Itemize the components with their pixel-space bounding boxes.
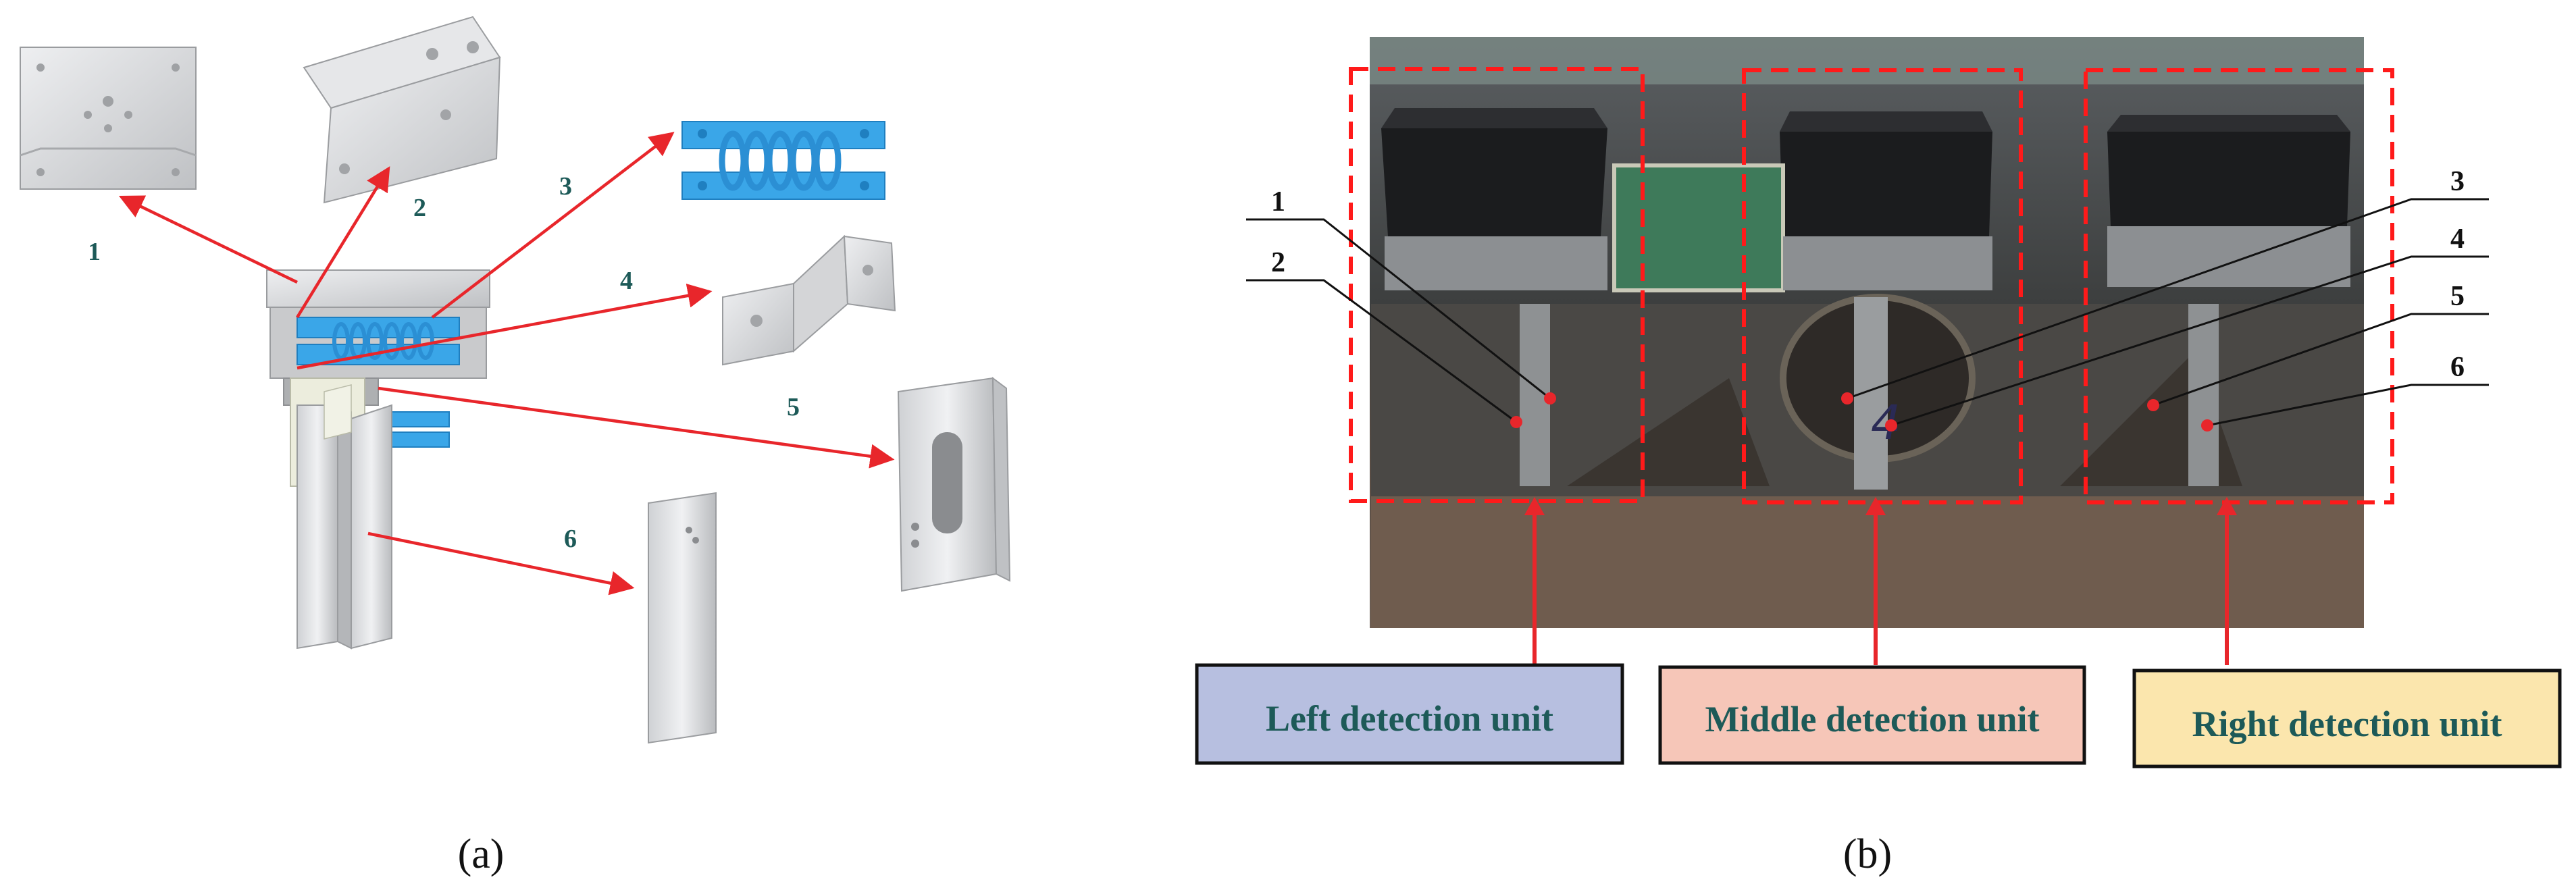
middle-unit-label: Middle detection unit xyxy=(1705,699,2040,739)
arrow-to-part-3 xyxy=(431,132,675,319)
callout-dots xyxy=(1510,392,2213,431)
callout-leaders xyxy=(1246,198,2489,427)
unit-connectors xyxy=(1524,496,2238,665)
callout-label-6: 6 xyxy=(2450,352,2465,383)
arrow-to-part-5 xyxy=(378,386,895,469)
middle-unit-boundary xyxy=(1742,68,2023,504)
part-4-z-bracket xyxy=(722,234,896,366)
unit-label-middle: Middle detection unit xyxy=(1658,665,2086,765)
arrow-to-part-4 xyxy=(297,284,713,370)
detector-box-left xyxy=(1381,108,1607,236)
part-label-6: 6 xyxy=(564,525,577,553)
detector-box-middle xyxy=(1780,111,1992,236)
left-unit-label: Left detection unit xyxy=(1266,698,1553,739)
panel-b: 4 xyxy=(1195,37,2562,877)
arrow-to-part-1 xyxy=(118,195,298,284)
unit-label-left: Left detection unit xyxy=(1195,663,1624,765)
exploded-view-arrows xyxy=(118,132,895,596)
part-label-1: 1 xyxy=(88,238,101,266)
part-label-3: 3 xyxy=(559,172,572,201)
callout-label-3: 3 xyxy=(2450,166,2465,197)
part-5-load-cell xyxy=(897,376,1011,592)
part-3-spring-assembly xyxy=(681,121,885,200)
callout-label-2: 2 xyxy=(1271,247,1285,278)
panel-a: 1 2 3 4 5 6 (a) xyxy=(20,16,1011,877)
part-label-2: 2 xyxy=(413,194,426,222)
callout-label-1: 1 xyxy=(1271,186,1285,217)
callout-label-4: 4 xyxy=(2450,224,2465,255)
right-unit-boundary xyxy=(2084,68,2394,504)
detector-box-right xyxy=(2107,115,2350,226)
right-unit-label: Right detection unit xyxy=(2192,704,2502,744)
field-photo: 4 xyxy=(1370,37,2364,628)
circuit-board xyxy=(1612,163,1785,292)
part-1-mounting-plate xyxy=(20,47,197,190)
panel-a-caption: (a) xyxy=(458,831,505,877)
left-unit-boundary xyxy=(1349,67,1645,503)
callout-label-5: 5 xyxy=(2450,281,2465,312)
unit-boundaries xyxy=(1349,67,2394,504)
arrow-to-part-6 xyxy=(367,531,635,596)
part-labels: 1 2 3 4 5 6 xyxy=(88,172,800,553)
part-label-5: 5 xyxy=(787,393,800,421)
arrow-to-part-2 xyxy=(296,166,390,319)
part-2-angle-bracket xyxy=(303,16,501,204)
unit-label-right: Right detection unit xyxy=(2132,669,2562,768)
assembled-detection-unit xyxy=(266,269,490,650)
part-6-channel-plate xyxy=(648,492,717,744)
panel-b-caption: (b) xyxy=(1843,831,1892,877)
part-label-4: 4 xyxy=(620,267,633,295)
callout-labels: 1 2 3 4 5 6 xyxy=(1271,166,2465,383)
